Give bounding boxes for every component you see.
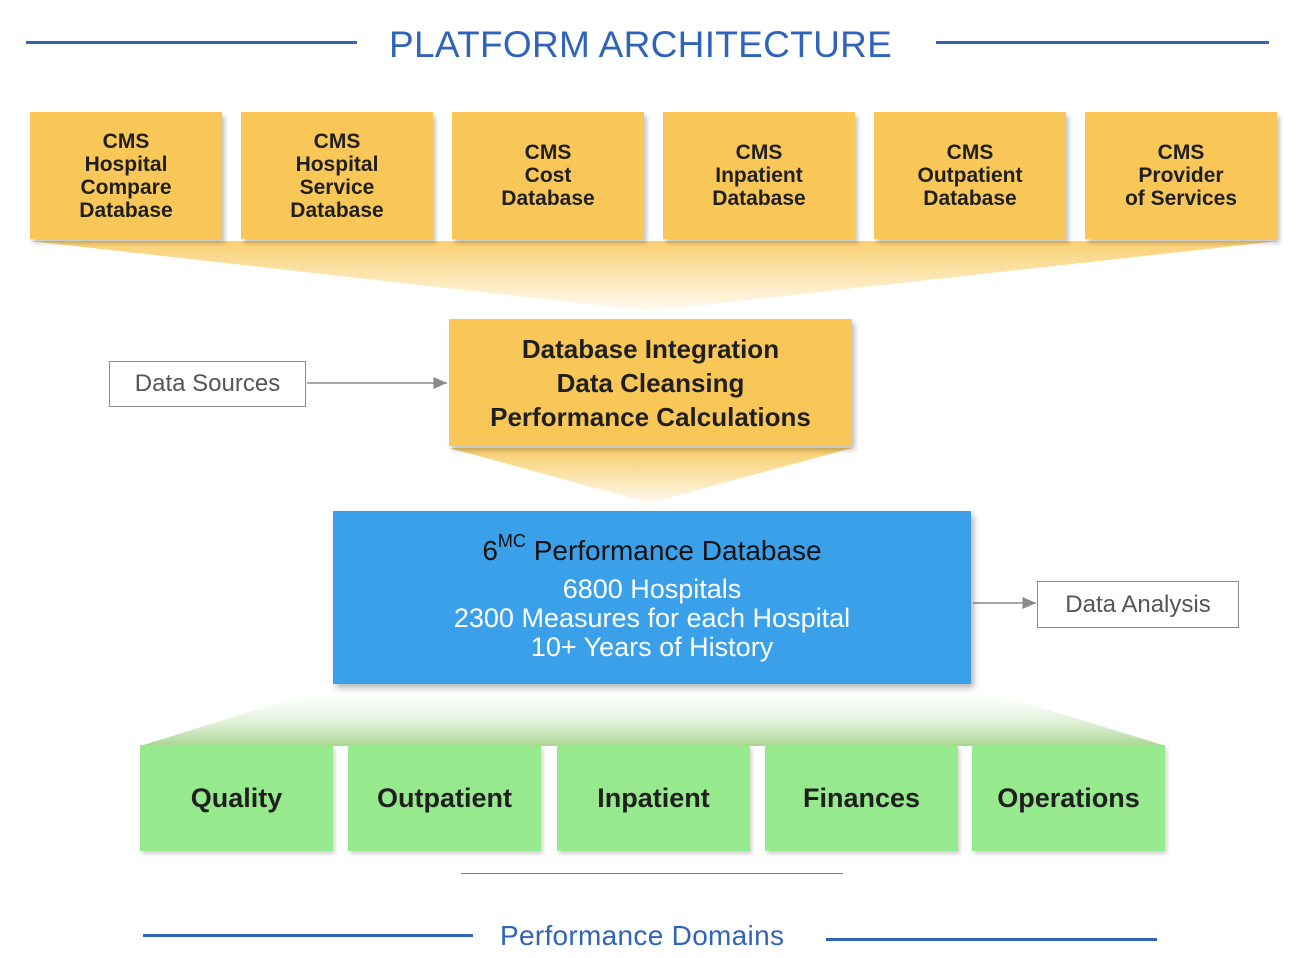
page-title: PLATFORM ARCHITECTURE <box>389 24 893 65</box>
domain-label: Outpatient <box>377 782 512 813</box>
db-title-rest: Performance Database <box>525 535 822 566</box>
sources-funnel <box>30 241 1279 311</box>
domain-label: Quality <box>190 782 283 813</box>
header-rule-left <box>26 41 357 44</box>
source-label-line: Hospital <box>84 152 168 176</box>
data-analysis-label: Data Analysis <box>1037 581 1239 628</box>
source-label-line: CMS <box>946 141 994 164</box>
source-label-line: Database <box>712 187 806 210</box>
footer-title: Performance Domains <box>500 920 785 951</box>
domain-label: Operations <box>997 782 1140 813</box>
source-label-line: CMS <box>313 129 361 153</box>
processing-funnel <box>449 448 852 503</box>
processing-box: Database Integration Data Cleansing Perf… <box>449 319 852 446</box>
source-label-line: Inpatient <box>715 164 803 187</box>
source-label-line: Provider <box>1138 164 1224 187</box>
domain-box-finances: Finances <box>765 745 958 851</box>
divider-line <box>461 873 843 874</box>
source-box-cost: CMS Cost Database <box>452 112 644 239</box>
source-label-line: Database <box>290 198 384 222</box>
source-label-line: of Services <box>1124 187 1238 210</box>
source-label-line: CMS <box>735 141 783 164</box>
source-box-outpatient: CMS Outpatient Database <box>874 112 1066 239</box>
db-stat-line: 10+ Years of History <box>530 632 774 662</box>
data-sources-label: Data Sources <box>109 361 306 407</box>
source-label-line: Database <box>923 187 1017 210</box>
performance-database-title: 6MC Performance Database <box>333 531 971 567</box>
footer-rule-right <box>826 938 1157 941</box>
source-label-line: Database <box>501 187 595 210</box>
domain-label: Inpatient <box>597 782 710 813</box>
performance-database-box: 6MC Performance Database 6800 Hospitals … <box>333 511 971 684</box>
source-label-line: CMS <box>102 129 150 153</box>
source-label-line: Cost <box>524 164 572 187</box>
domain-box-inpatient: Inpatient <box>557 745 750 851</box>
source-label-line: Outpatient <box>917 164 1023 187</box>
source-label-line: CMS <box>524 141 572 164</box>
domain-box-operations: Operations <box>972 745 1165 851</box>
db-stat-line: 6800 Hospitals <box>562 574 742 604</box>
domain-box-outpatient: Outpatient <box>348 745 541 851</box>
footer-rule-left <box>143 934 473 937</box>
source-box-hospital-compare: CMS Hospital Compare Database <box>30 112 222 239</box>
performance-database-stats: 6800 Hospitals 2300 Measures for each Ho… <box>333 575 971 662</box>
domains-funnel <box>140 686 1166 746</box>
domain-box-quality: Quality <box>140 745 333 851</box>
header-rule-right <box>936 41 1269 44</box>
source-label-line: CMS <box>1157 141 1205 164</box>
db-title-superscript: MC <box>497 531 526 551</box>
source-label-line: Database <box>79 198 173 222</box>
source-label-line: Hospital <box>295 152 379 176</box>
db-stat-line: 2300 Measures for each Hospital <box>453 603 851 633</box>
domain-label: Finances <box>802 782 921 813</box>
source-box-provider-of-services: CMS Provider of Services <box>1085 112 1277 239</box>
source-box-inpatient: CMS Inpatient Database <box>663 112 855 239</box>
source-label-line: Service <box>299 175 375 199</box>
db-title-prefix: 6 <box>482 535 498 566</box>
source-box-hospital-service: CMS Hospital Service Database <box>241 112 433 239</box>
processing-line: Performance Calculations <box>490 401 811 432</box>
processing-line: Database Integration <box>521 333 780 364</box>
processing-line: Data Cleansing <box>556 367 745 398</box>
source-label-line: Compare <box>80 175 172 199</box>
